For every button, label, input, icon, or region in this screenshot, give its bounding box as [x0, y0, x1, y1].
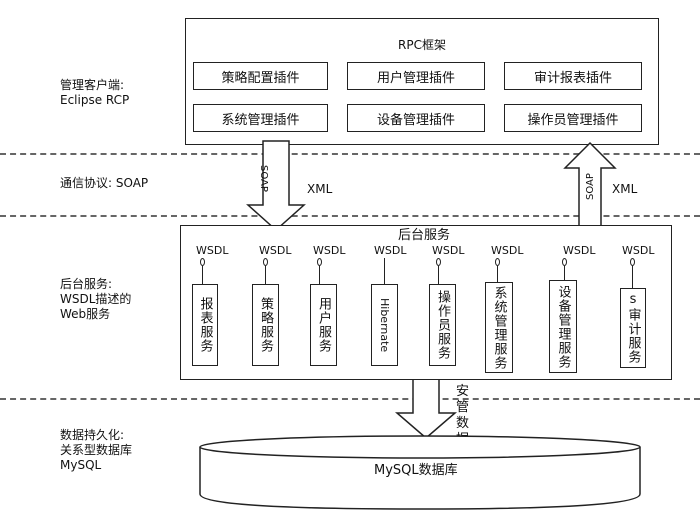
wsdl-connector — [438, 266, 439, 284]
plugin-user-management: 用户管理插件 — [347, 62, 485, 90]
plugin-audit-report: 审计报表插件 — [504, 62, 642, 90]
service-operator: 操作员服务 — [429, 284, 456, 366]
wsdl-endpoint-icon — [263, 258, 268, 266]
wsdl-label: WSDL — [432, 244, 465, 257]
wsdl-endpoint-icon — [630, 258, 635, 266]
separator-1 — [0, 153, 700, 155]
plugin-system-management: 系统管理插件 — [193, 104, 328, 132]
wsdl-label: WSDL — [491, 244, 524, 257]
service-device-management: 设备管理服务 — [549, 280, 577, 373]
wsdl-connector — [319, 266, 320, 284]
wsdl-connector — [202, 266, 203, 284]
separator-2 — [0, 215, 700, 217]
wsdl-endpoint-icon — [562, 258, 567, 266]
wsdl-connector — [564, 266, 565, 280]
wsdl-connector — [265, 266, 266, 284]
db-arrow-shape — [394, 377, 458, 439]
wsdl-label: WSDL — [622, 244, 655, 257]
plugin-device-management: 设备管理插件 — [347, 104, 485, 132]
wsdl-endpoint-icon — [495, 258, 500, 266]
down-arrow-shape — [246, 140, 306, 232]
database-name: MySQL数据库 — [374, 463, 458, 478]
wsdl-endpoint-icon — [317, 258, 322, 266]
layer-label-client: 管理客户端: Eclipse RCP — [60, 78, 130, 107]
wsdl-label: WSDL — [313, 244, 346, 257]
wsdl-connector — [497, 266, 498, 282]
down-arrow-xml-label: XML — [307, 182, 333, 196]
wsdl-connector — [632, 266, 633, 288]
rpc-framework-box — [185, 18, 659, 145]
wsdl-connector — [384, 258, 385, 284]
wsdl-endpoint-icon — [200, 258, 205, 266]
wsdl-label: WSDL — [563, 244, 596, 257]
separator-3 — [0, 398, 700, 400]
rpc-title: RPC框架 — [398, 38, 446, 52]
service-hibernate: Hibernate — [371, 284, 398, 366]
service-report: 报表服务 — [192, 284, 218, 366]
layer-label-protocol: 通信协议: SOAP — [60, 176, 149, 190]
up-arrow-xml-label: XML — [612, 182, 638, 196]
wsdl-label: WSDL — [374, 244, 407, 257]
service-audit: s审计服务 — [620, 288, 646, 368]
plugin-policy-config: 策略配置插件 — [193, 62, 328, 90]
wsdl-endpoint-icon — [436, 258, 441, 266]
plugin-operator-management: 操作员管理插件 — [504, 104, 642, 132]
layer-label-service: 后台服务: WSDL描述的 Web服务 — [60, 277, 132, 321]
layer-label-persistence: 数据持久化: 关系型数据库 MySQL — [60, 428, 133, 472]
service-user: 用户服务 — [310, 284, 337, 366]
backend-title: 后台服务 — [398, 228, 451, 243]
service-policy: 策略服务 — [252, 284, 279, 366]
backend-services-box — [180, 225, 672, 380]
wsdl-label: WSDL — [259, 244, 292, 257]
service-system-management: 系统管理服务 — [485, 282, 513, 373]
wsdl-label: WSDL — [196, 244, 229, 257]
